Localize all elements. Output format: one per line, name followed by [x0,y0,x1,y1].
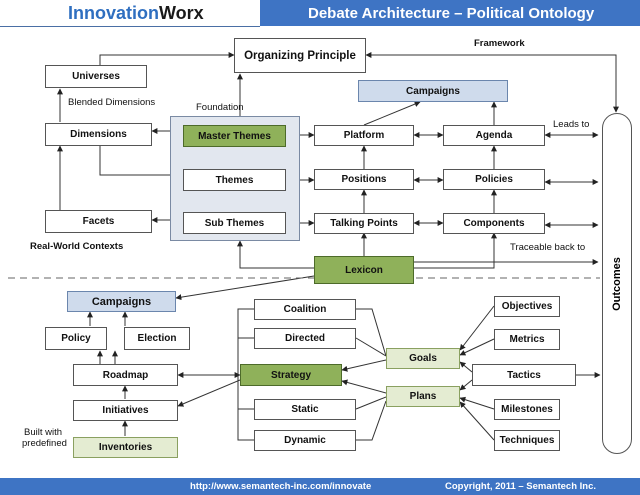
framework-label: Framework [474,38,525,49]
themes-node[interactable]: Themes [183,169,286,191]
goals-node[interactable]: Goals [386,348,460,369]
footer-url[interactable]: http://www.semantech-inc.com/innovate [190,481,372,492]
initiatives-node[interactable]: Initiatives [73,400,178,421]
header-brand-area: InnovationWorx [0,0,260,27]
election-node[interactable]: Election [124,327,190,350]
metrics-node[interactable]: Metrics [494,329,560,350]
policy-node[interactable]: Policy [45,327,107,350]
coalition-node[interactable]: Coalition [254,299,356,320]
outcomes-pill: Outcomes [602,113,632,454]
footer-copyright: Copyright, 2011 – Semantech Inc. [445,481,596,492]
footer-bar: http://www.semantech-inc.com/innovate Co… [0,478,640,495]
inventories-node[interactable]: Inventories [73,437,178,458]
built-with-label-line1: Built with [24,427,63,438]
brand-part-1: Innovation [68,3,159,23]
sub-themes-node[interactable]: Sub Themes [183,212,286,234]
policies-node[interactable]: Policies [443,169,545,190]
techniques-node[interactable]: Techniques [494,430,560,451]
traceable-back-to-label: Traceable back to [510,242,586,253]
page-title: Debate Architecture – Political Ontology [308,5,595,22]
static-node[interactable]: Static [254,399,356,420]
brand-part-2: Worx [159,3,204,23]
dynamic-node[interactable]: Dynamic [254,430,356,451]
positions-node[interactable]: Positions [314,169,414,190]
leads-to-label: Leads to [553,119,590,130]
objectives-node[interactable]: Objectives [494,296,560,317]
agenda-node[interactable]: Agenda [443,125,545,146]
facets-node[interactable]: Facets [45,210,152,233]
universes-node[interactable]: Universes [45,65,147,88]
platform-node[interactable]: Platform [314,125,414,146]
tactics-node[interactable]: Tactics [472,364,576,386]
directed-node[interactable]: Directed [254,328,356,349]
organizing-principle-node[interactable]: Organizing Principle [234,38,366,73]
built-with-label-line2: predefined [22,438,67,449]
header-title-bar: Debate Architecture – Political Ontology [260,0,640,26]
blended-dimensions-label: Blended Dimensions [68,97,156,108]
campaigns-top-node[interactable]: Campaigns [358,80,508,102]
dimensions-node[interactable]: Dimensions [45,123,152,146]
lexicon-node[interactable]: Lexicon [314,256,414,284]
milestones-node[interactable]: Milestones [494,399,560,420]
roadmap-node[interactable]: Roadmap [73,364,178,386]
outcomes-label: Outcomes [611,256,623,311]
components-node[interactable]: Components [443,213,545,234]
foundation-label: Foundation [196,102,244,113]
plans-node[interactable]: Plans [386,386,460,407]
campaigns-bottom-node[interactable]: Campaigns [67,291,176,312]
real-world-contexts-label: Real-World Contexts [30,241,124,252]
brand-logo: InnovationWorx [68,3,204,24]
strategy-node[interactable]: Strategy [240,364,342,386]
talking-points-node[interactable]: Talking Points [314,213,414,234]
master-themes-node[interactable]: Master Themes [183,125,286,147]
